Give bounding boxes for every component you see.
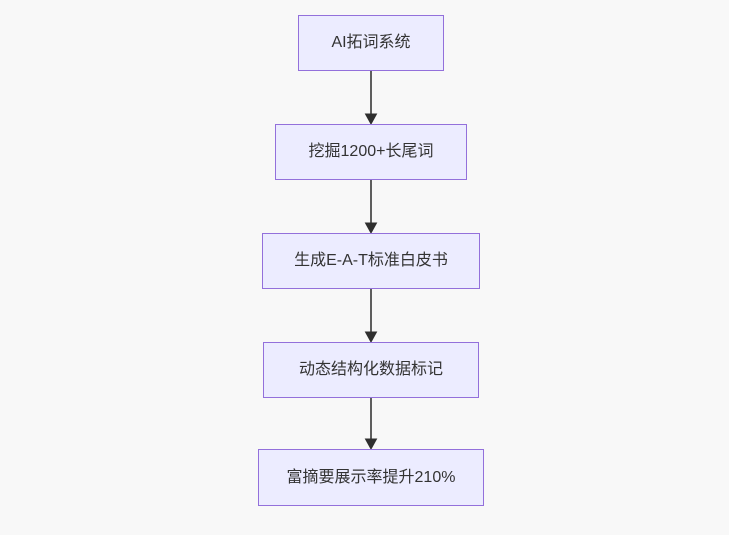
arrowhead-down-icon — [364, 438, 378, 451]
edge-node-1-to-node-2 — [364, 71, 378, 126]
node-label: 挖掘1200+长尾词 — [308, 143, 434, 161]
flow-node-rich-snippet-rate: 富摘要展示率提升210% — [258, 449, 484, 506]
arrowhead-down-icon — [364, 222, 378, 235]
node-label: 生成E-A-T标准白皮书 — [294, 252, 448, 270]
edge-node-3-to-node-4 — [364, 289, 378, 344]
node-label: 动态结构化数据标记 — [298, 361, 443, 379]
edge-node-4-to-node-5 — [364, 398, 378, 451]
arrowhead-down-icon — [364, 331, 378, 344]
flow-node-eat-whitepaper: 生成E-A-T标准白皮书 — [262, 233, 480, 289]
node-label: AI拓词系统 — [331, 34, 411, 52]
flow-node-longtail-keywords: 挖掘1200+长尾词 — [275, 124, 467, 180]
flow-node-structured-data-markup: 动态结构化数据标记 — [263, 342, 479, 398]
node-label: 富摘要展示率提升210% — [286, 468, 456, 486]
arrowhead-down-icon — [364, 113, 378, 126]
flow-node-ai-expansion-system: AI拓词系统 — [298, 15, 444, 71]
edge-node-2-to-node-3 — [364, 180, 378, 235]
